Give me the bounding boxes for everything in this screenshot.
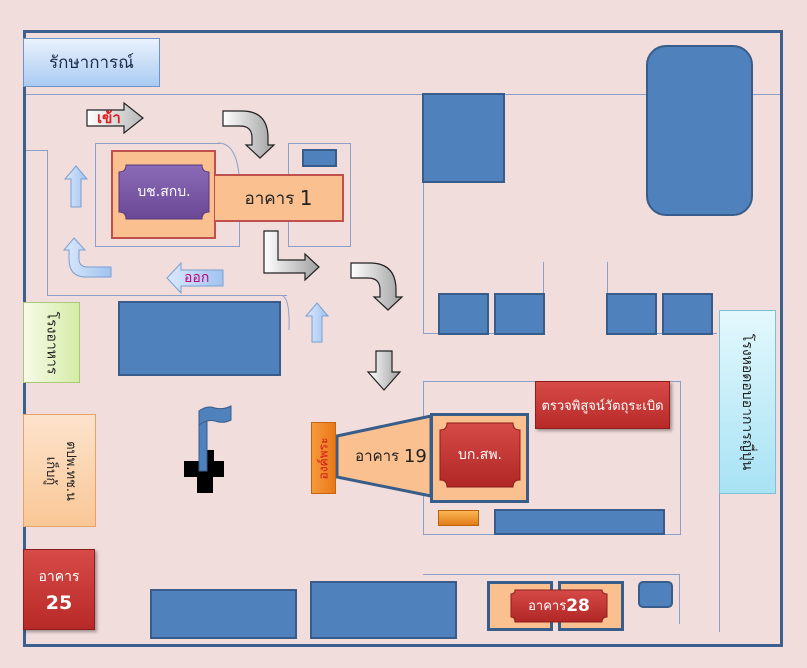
explosive-inspection-building[interactable]: ตรวจพิสูจน์วัตถุระเบิด xyxy=(535,381,670,429)
building-block[interactable] xyxy=(638,581,673,608)
building-25[interactable]: อาคาร 25 xyxy=(23,549,95,630)
road-line xyxy=(47,150,48,296)
building-1[interactable]: อาคาร 1 xyxy=(215,174,344,222)
hq-red-shape xyxy=(439,422,521,488)
enter-label: เข้า xyxy=(97,109,121,127)
building-25-label: อาคาร xyxy=(38,568,80,585)
up-arrow-icon xyxy=(304,302,330,343)
road-line xyxy=(288,246,351,247)
storage-building[interactable]: ตปพ.ทช.น เก็บกู้ xyxy=(23,414,96,527)
building-19[interactable]: อาคาร 19 xyxy=(350,445,432,467)
road-line xyxy=(423,574,680,575)
up-arrow-icon xyxy=(63,165,89,208)
building-1-number: 1 xyxy=(299,186,313,210)
road-line xyxy=(350,143,351,247)
turn-down-arrow-icon xyxy=(350,262,404,311)
japanese-hall-label: โรงหอดอบอาการญี่ปุ่น xyxy=(739,333,756,471)
building-block[interactable] xyxy=(118,301,281,376)
road-line xyxy=(95,246,240,247)
road-line xyxy=(423,94,424,334)
road-line xyxy=(47,295,287,296)
road-line xyxy=(288,143,351,144)
turn-down-arrow-icon xyxy=(222,110,276,159)
shrine-label: องค์พระ xyxy=(316,437,330,479)
hq-purple[interactable]: บช.สกบ. xyxy=(118,164,210,220)
small-orange-structure[interactable] xyxy=(438,510,479,526)
building-block[interactable] xyxy=(494,293,545,335)
storage-label-line2: ตปพ.ทช.น xyxy=(62,440,78,501)
building-28-label: อาคาร xyxy=(528,599,567,614)
small-building[interactable] xyxy=(302,149,337,167)
road-line xyxy=(239,220,240,247)
storage-label-line1: เก็บกู้ xyxy=(42,456,58,485)
canteen-label: โรงอาหาร xyxy=(43,311,60,374)
down-arrow-icon xyxy=(366,350,402,391)
building-28-number: 28 xyxy=(566,595,590,616)
exit-arrow-icon xyxy=(166,261,224,295)
hq-red[interactable]: บก.สพ. xyxy=(439,422,521,488)
turn-up-arrow-icon xyxy=(62,237,112,278)
building-block[interactable] xyxy=(438,293,489,335)
shrine[interactable]: องค์พระ xyxy=(311,422,336,494)
building-28-shape xyxy=(510,589,608,623)
building-1-label: อาคาร xyxy=(244,188,295,209)
building-block[interactable] xyxy=(606,293,657,335)
guard-house-label: รักษาการณ์ xyxy=(49,53,134,73)
building-19-number: 19 xyxy=(403,445,427,467)
building-block[interactable] xyxy=(494,509,665,535)
building-block[interactable] xyxy=(150,589,297,639)
canteen[interactable]: โรงอาหาร xyxy=(23,302,80,383)
road-line xyxy=(426,94,780,95)
building-block[interactable] xyxy=(310,581,457,639)
flagpole-icon xyxy=(184,405,232,493)
building-19-label: อาคาร xyxy=(355,447,400,465)
building-25-number: 25 xyxy=(45,591,73,614)
building-block-rounded[interactable] xyxy=(646,45,753,216)
exit-label: ออก xyxy=(184,270,210,286)
road-line xyxy=(719,490,720,632)
turn-right-arrow-icon xyxy=(263,230,320,282)
hq-purple-label: บช.สกบ. xyxy=(137,184,191,200)
building-block[interactable] xyxy=(662,293,713,335)
enter-arrow-icon xyxy=(86,101,144,135)
road-line xyxy=(95,143,96,247)
road-line xyxy=(26,150,48,151)
road-line xyxy=(679,574,680,624)
building-block[interactable] xyxy=(422,93,505,183)
explosive-inspection-label: ตรวจพิสูจน์วัตถุระเบิด xyxy=(541,398,664,414)
guard-house[interactable]: รักษาการณ์ xyxy=(23,38,160,87)
road-line xyxy=(680,381,681,535)
hq-purple-shape xyxy=(118,164,210,220)
road-line xyxy=(95,143,220,144)
japanese-hall[interactable]: โรงหอดอบอาการญี่ปุ่น xyxy=(719,310,776,494)
hq-red-label: บก.สพ. xyxy=(457,447,503,463)
road-line xyxy=(26,94,426,95)
